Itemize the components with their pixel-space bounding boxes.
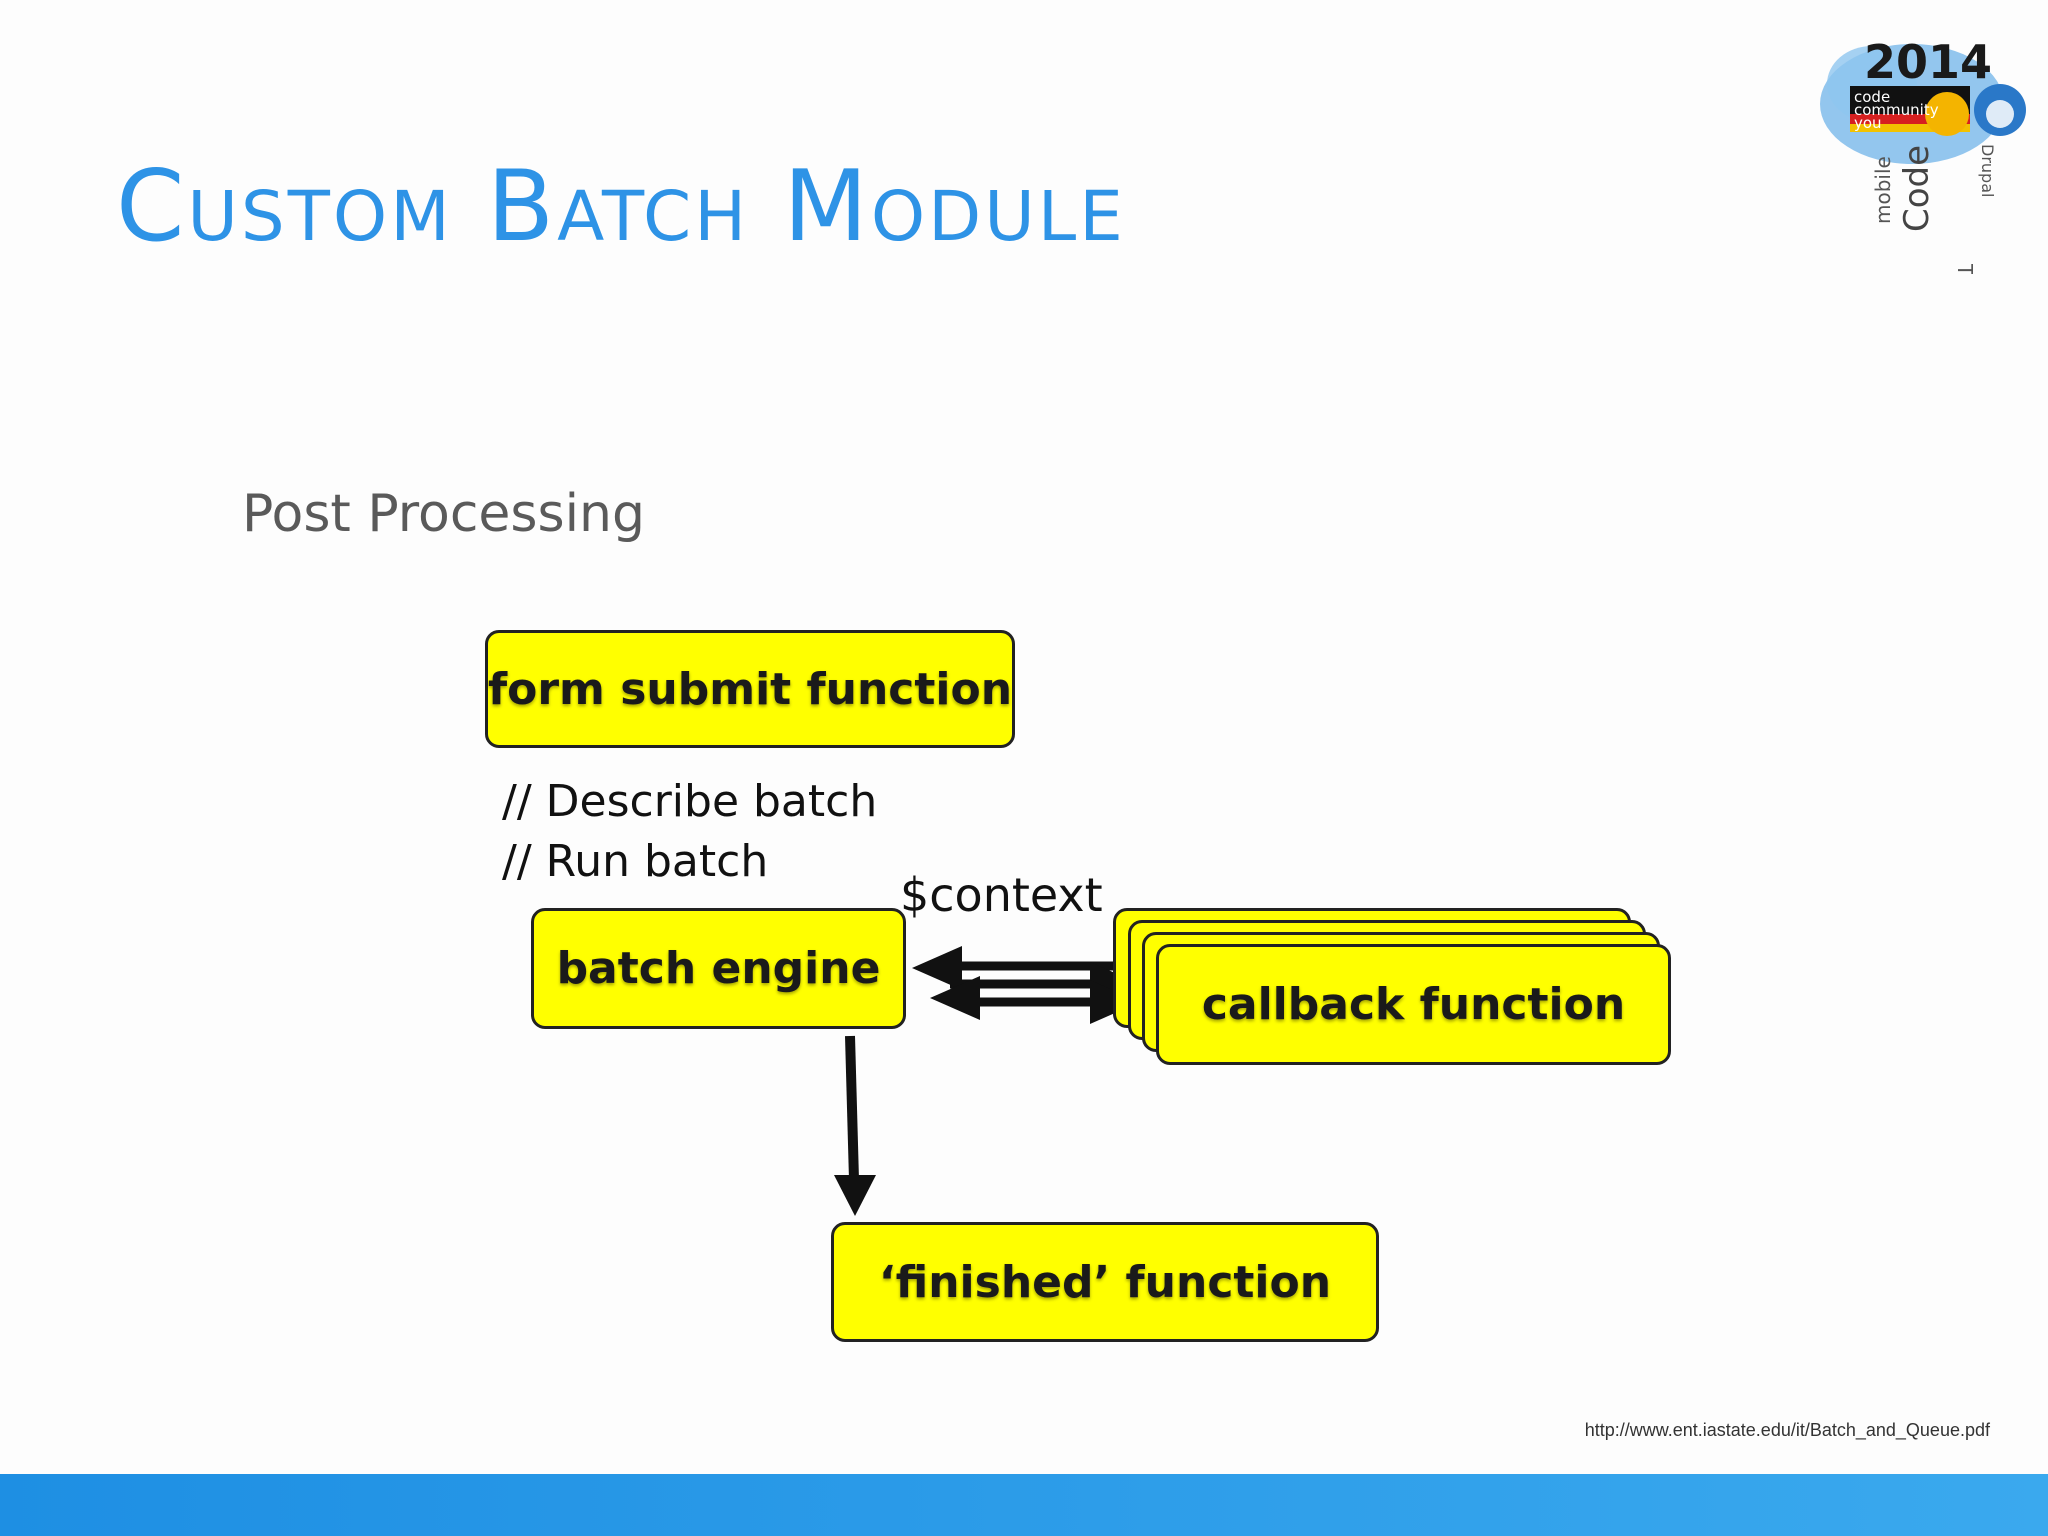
source-url: http://www.ent.iastate.edu/it/Batch_and_…	[1584, 1420, 1990, 1440]
logo-word-mobile: mobile	[1871, 156, 1895, 224]
slide-title: Custom Batch Module	[116, 150, 1126, 264]
batch-engine-label: batch engine	[556, 943, 881, 994]
note-describe-batch: // Describe batch	[502, 776, 878, 827]
context-label: $context	[900, 868, 1103, 922]
finished-box: ‘finished’ function	[831, 1222, 1379, 1342]
logo-word-drupal: Drupal	[1978, 144, 1997, 197]
logo-year: 2014	[1864, 35, 1992, 89]
callback-label: callback function	[1201, 979, 1626, 1030]
event-logo: 2014 code community you mobile Code Tech…	[1812, 14, 2032, 376]
slide-subtitle: Post Processing	[242, 484, 645, 544]
footer-bar	[0, 1474, 2048, 1536]
callback-box: callback function	[1156, 944, 1671, 1065]
logo-word-code: Code	[1897, 145, 1937, 232]
logo-line2: community	[1854, 101, 1939, 119]
down-arrow	[834, 1035, 876, 1216]
batch-engine-box: batch engine	[531, 908, 906, 1029]
form-submit-label: form submit function	[487, 663, 1013, 715]
logo-line1: code	[1854, 88, 1890, 106]
form-submit-box: form submit function	[485, 630, 1015, 748]
note-run-batch: // Run batch	[502, 836, 769, 887]
finished-label: ‘finished’ function	[878, 1256, 1332, 1308]
context-exchange-arrows	[912, 946, 1140, 1024]
logo-line3: you	[1854, 114, 1882, 132]
